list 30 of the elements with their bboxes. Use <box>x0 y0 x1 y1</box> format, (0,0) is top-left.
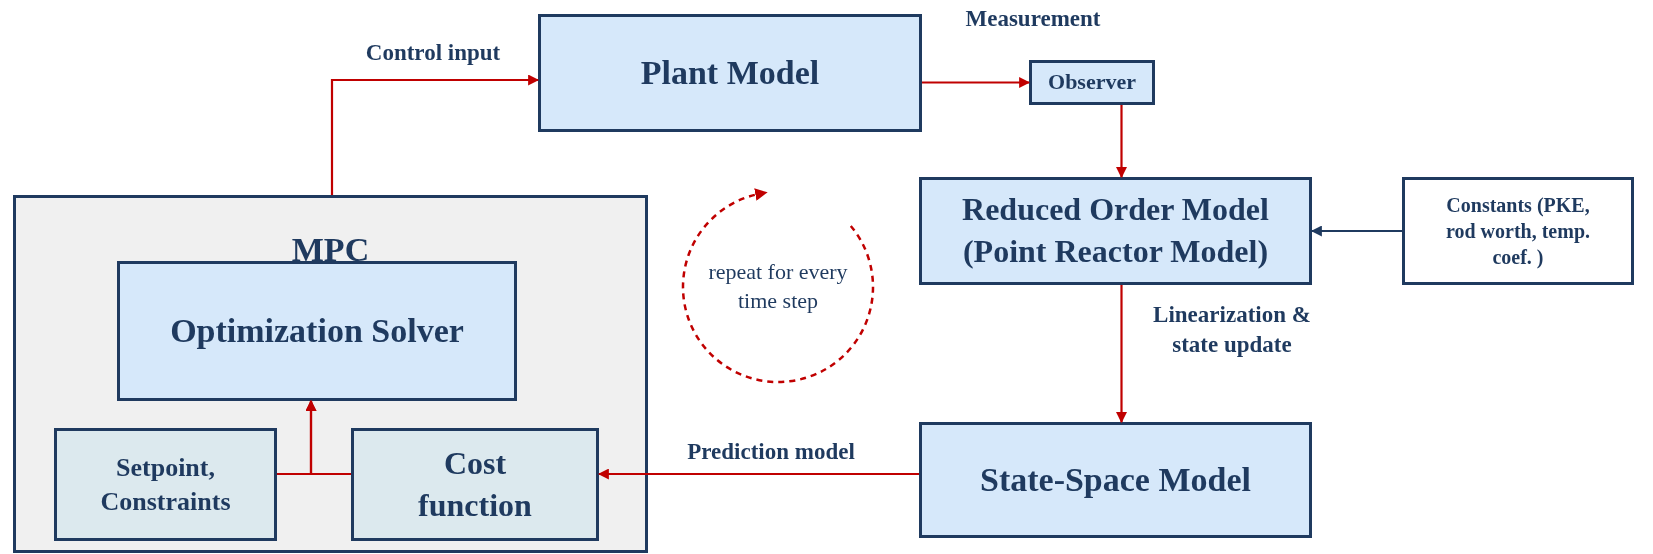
box-label: Reduced Order Model (Point Reactor Model) <box>961 190 1270 271</box>
edge-label: Linearization & state update <box>1152 301 1312 359</box>
arrow <box>1116 105 1127 179</box>
box-label: Cost function <box>417 443 533 525</box>
process-box <box>54 428 277 541</box>
process-box <box>1029 60 1155 105</box>
loop-note: repeat for every time step <box>707 258 849 315</box>
arrow <box>330 74 540 195</box>
process-box <box>117 261 517 401</box>
process-box <box>919 177 1312 285</box>
arrow <box>597 468 919 480</box>
box-label: Optimization Solver <box>170 310 464 351</box>
edge-label: Control input <box>364 39 502 67</box>
process-box <box>351 428 599 541</box>
process-box <box>1402 177 1634 285</box>
mpc-panel <box>13 195 648 553</box>
box-label: Observer <box>1048 68 1136 97</box>
box-label: Plant Model <box>640 52 820 93</box>
process-box <box>919 422 1312 538</box>
arrow <box>305 399 351 476</box>
box-label: Constants (PKE, rod worth, temp. coef. ) <box>1444 193 1592 270</box>
panel-title: MPC <box>290 230 371 270</box>
box-label: State-Space Model <box>980 459 1251 500</box>
arrow <box>922 77 1031 88</box>
box-label: Setpoint, Constraints <box>99 451 232 518</box>
arrow <box>1116 285 1127 424</box>
edge-label: Measurement <box>964 5 1102 33</box>
edge-label: Prediction model <box>686 438 856 466</box>
arrow <box>1310 225 1402 237</box>
process-box <box>538 14 922 132</box>
